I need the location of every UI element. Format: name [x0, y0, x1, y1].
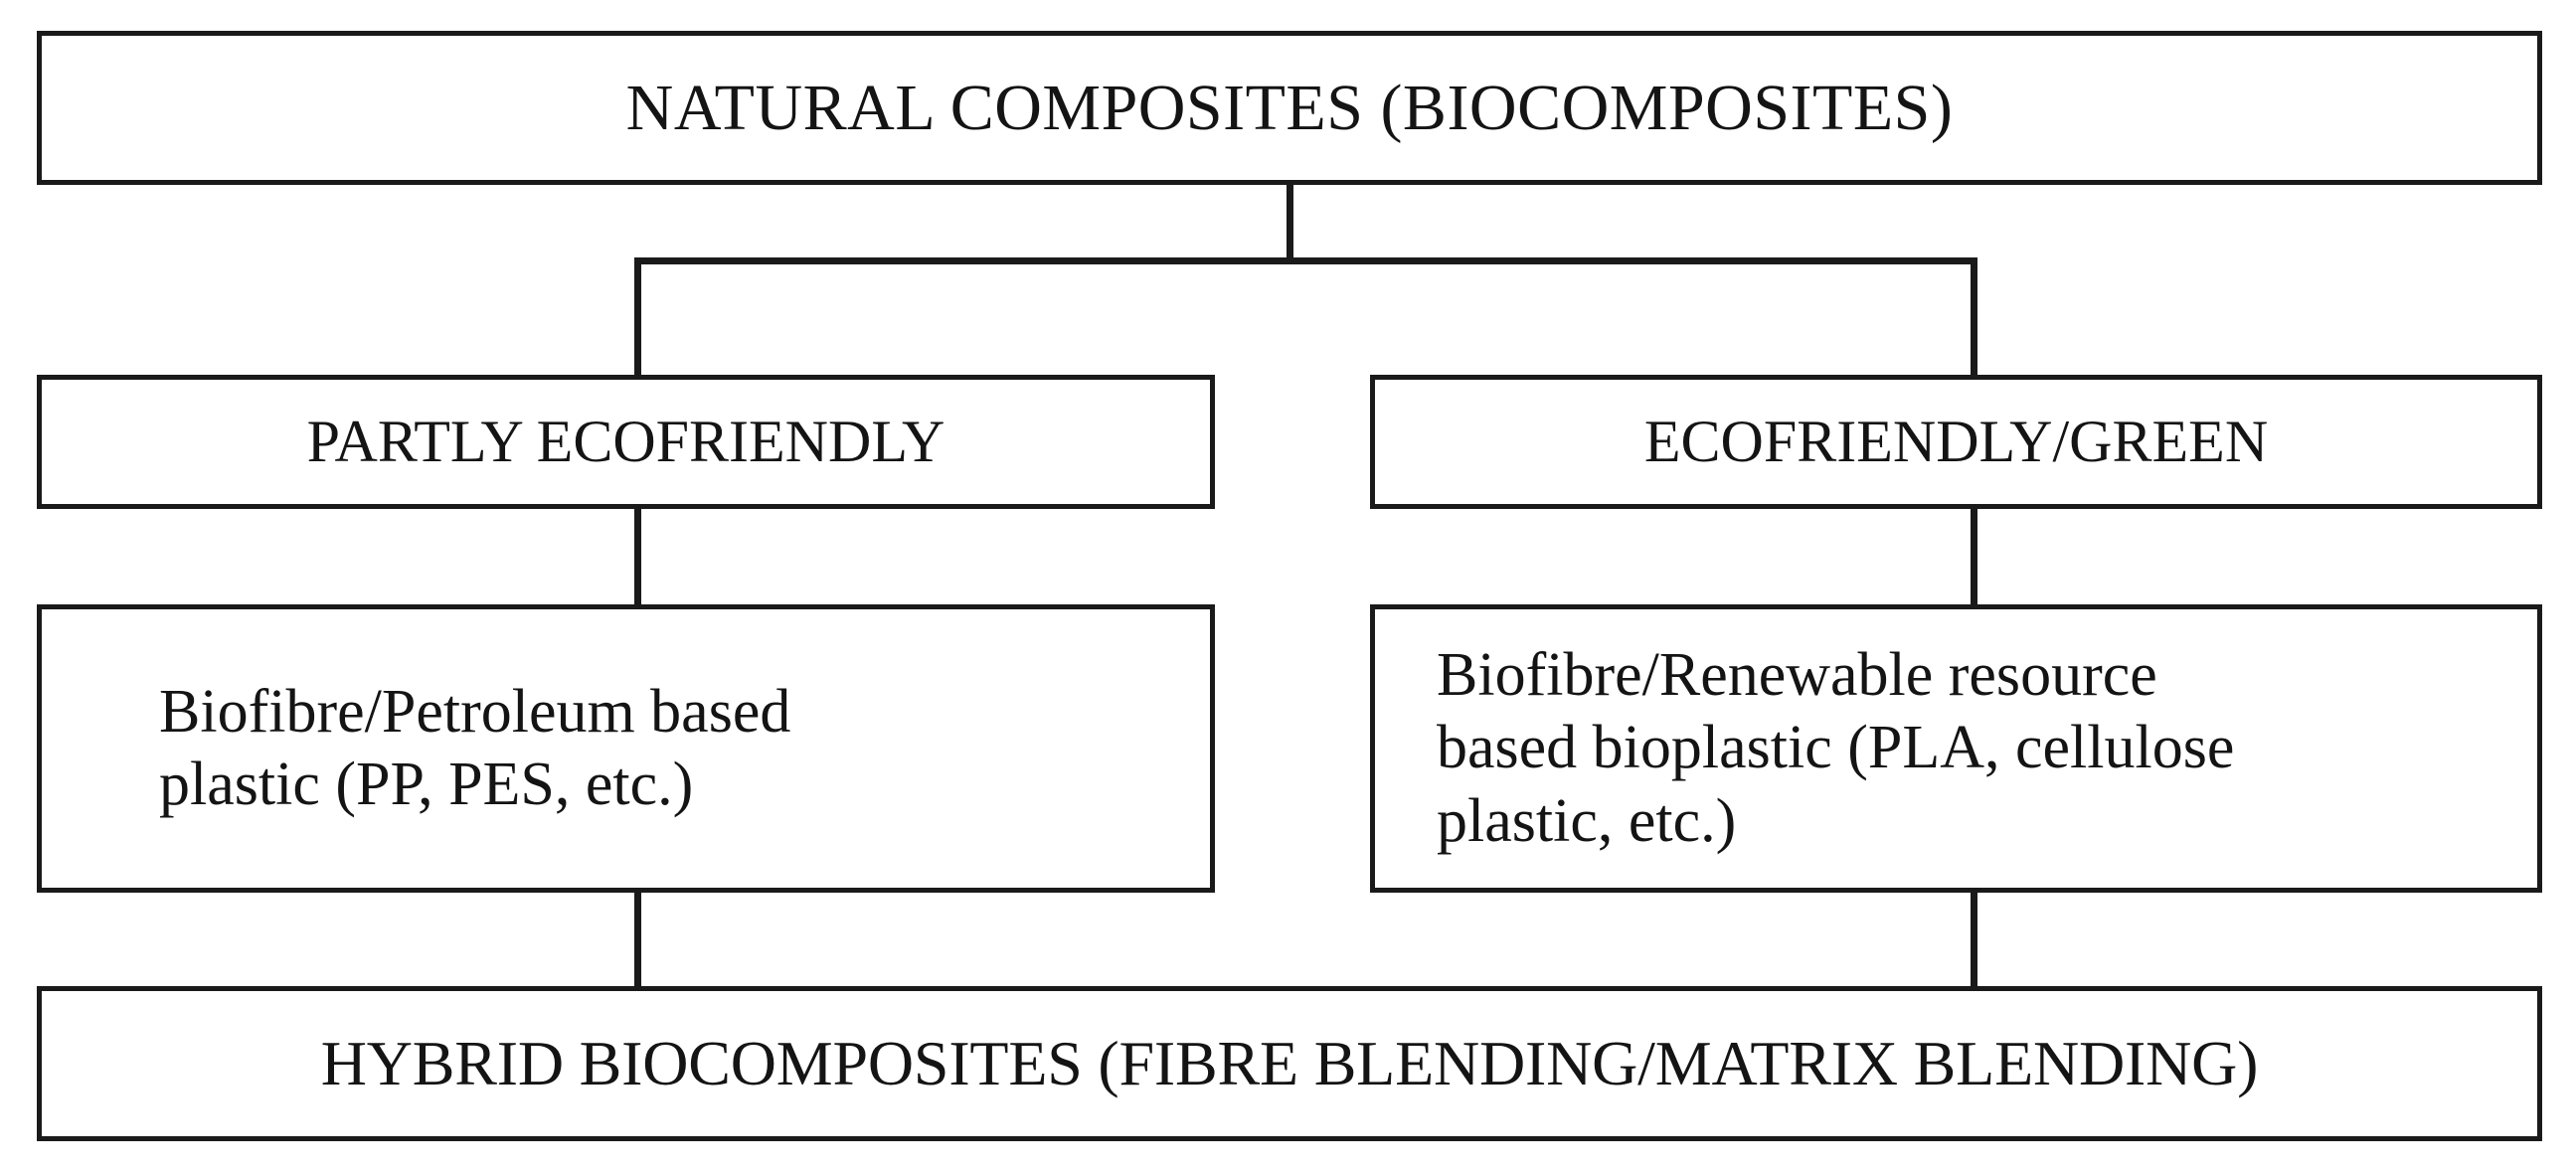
connector-renewable-to-hybrid	[1971, 888, 1977, 991]
node-biofibre-petroleum-plastic: Biofibre/Petroleum based plastic (PP, PE…	[37, 604, 1215, 893]
node-biofibre-renewable-bioplastic-label: Biofibre/Renewable resource based biopla…	[1437, 641, 2235, 855]
node-partly-ecofriendly-label: PARTLY ECOFRIENDLY	[306, 409, 945, 475]
connector-split-bar	[634, 257, 1977, 264]
node-hybrid-biocomposites-label: HYBRID BIOCOMPOSITES (FIBRE BLENDING/MAT…	[320, 1028, 2259, 1099]
node-biofibre-renewable-bioplastic: Biofibre/Renewable resource based biopla…	[1370, 604, 2542, 893]
node-natural-composites: NATURAL COMPOSITES (BIOCOMPOSITES)	[37, 31, 2542, 185]
connector-root-stem	[1287, 182, 1293, 263]
node-biofibre-petroleum-plastic-label: Biofibre/Petroleum based plastic (PP, PE…	[159, 677, 791, 818]
connector-root-to-partly	[634, 257, 641, 379]
node-ecofriendly-green: ECOFRIENDLY/GREEN	[1370, 375, 2542, 509]
node-natural-composites-label: NATURAL COMPOSITES (BIOCOMPOSITES)	[625, 71, 1954, 144]
connector-green-to-renewable	[1971, 503, 1977, 610]
node-hybrid-biocomposites: HYBRID BIOCOMPOSITES (FIBRE BLENDING/MAT…	[37, 986, 2542, 1141]
connector-root-to-green	[1971, 257, 1977, 379]
connector-petroleum-to-hybrid	[634, 888, 641, 991]
node-partly-ecofriendly: PARTLY ECOFRIENDLY	[37, 375, 1215, 509]
connector-partly-to-petroleum	[634, 503, 641, 610]
node-ecofriendly-green-label: ECOFRIENDLY/GREEN	[1643, 409, 2269, 475]
